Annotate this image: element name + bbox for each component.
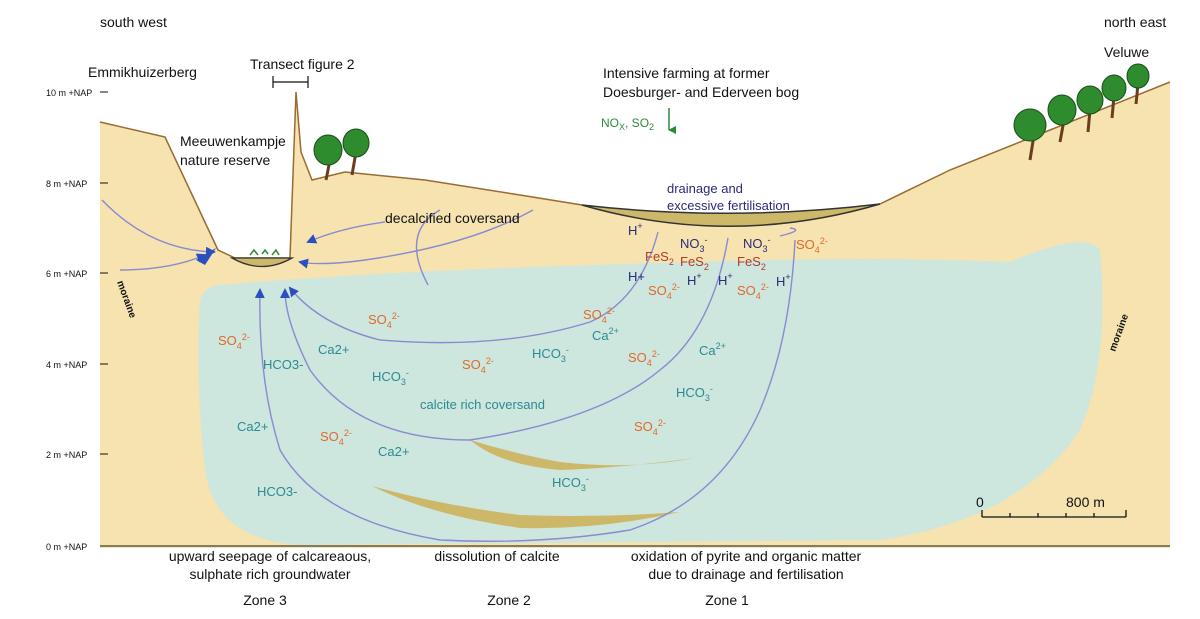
ion-bicarbonate: HCO3- — [263, 357, 303, 372]
ion-nitrate: NO3- — [743, 235, 771, 254]
ground-surface-east — [879, 81, 1171, 205]
y-tick-label: 6 m +NAP — [46, 269, 87, 279]
ion-nitrate: NO3- — [680, 235, 708, 254]
flow-line — [415, 209, 441, 286]
pond-vegetation — [249, 248, 280, 256]
ion-pyrite: FeS2 — [680, 254, 709, 272]
drained-bog-layer — [581, 203, 881, 227]
flow-line — [119, 253, 207, 271]
ion-calcium: Ca2+ — [237, 419, 268, 434]
ion-hydrogen: H+ — [687, 271, 702, 288]
ion-sulphate: SO42- — [737, 282, 769, 301]
scale-start: 0 — [976, 494, 984, 510]
y-tick-label: 2 m +NAP — [46, 450, 87, 460]
decalcified-label: decalcified coversand — [385, 210, 520, 226]
process-zone2: dissolution of calcite — [434, 548, 560, 564]
clay-lens-upper — [470, 440, 695, 470]
calcite-rich-label: calcite rich coversand — [420, 397, 545, 412]
ion-sulphate: SO42- — [648, 282, 680, 301]
ion-labels: SO42- SO42- SO42- SO42- SO42- SO42- SO42- SO42-… — [218, 221, 828, 499]
ion-sulphate: SO42- — [634, 418, 666, 437]
ion-calcium: Ca2+ — [318, 342, 349, 357]
flow-line — [280, 237, 729, 441]
tree-icon — [313, 128, 370, 181]
flow-line — [254, 239, 796, 542]
right-hill-label: Veluwe — [1104, 44, 1149, 60]
ion-sulphate: SO42- — [583, 306, 615, 325]
ion-bicarbonate: HCO3- — [372, 368, 409, 387]
flow-line — [101, 199, 216, 257]
ion-calcium: Ca2+ — [699, 341, 726, 358]
transect-bracket — [272, 76, 309, 88]
clay-lens-lower — [372, 486, 680, 529]
arrow-head — [196, 248, 216, 265]
ion-bicarbonate: HCO3- — [257, 484, 297, 499]
zone-label: Zone 3 — [243, 592, 287, 608]
flow-line — [298, 209, 534, 269]
ion-sulphate: SO42- — [462, 356, 494, 375]
ion-calcium: Ca2+ — [378, 444, 409, 459]
y-tick-label: 4 m +NAP — [46, 360, 87, 370]
process-zone3: upward seepage of calcareaous,sulphate r… — [169, 548, 371, 582]
flow-line — [288, 231, 659, 344]
groundwater-zone — [198, 242, 1103, 546]
ion-hydrogen: H+ — [776, 272, 791, 289]
left-hill-label: Emmikhuizerberg — [88, 64, 197, 80]
flow-line — [779, 227, 797, 237]
ion-hydrogen: H+ — [628, 221, 643, 238]
ion-pyrite: FeS2 — [645, 249, 674, 267]
ion-sulphate: SO42- — [628, 349, 660, 368]
scale-end: 800 m — [1066, 494, 1105, 510]
y-axis — [100, 91, 1170, 547]
orientation-right: north east — [1104, 14, 1166, 30]
ion-sulphate: SO42- — [218, 332, 250, 351]
orientation-left: south west — [100, 14, 167, 30]
scale-bar — [981, 510, 1127, 518]
ion-sulphate: SO42- — [368, 311, 400, 330]
reserve-pond — [229, 257, 295, 268]
tree-icon — [1013, 63, 1150, 161]
ion-sulphate: SO42- — [796, 236, 828, 255]
ion-hydrogen: H+ — [718, 271, 733, 288]
ion-hydrogen: H+ — [628, 269, 645, 284]
y-tick-label: 8 m +NAP — [46, 179, 87, 189]
y-tick-label: 10 m +NAP — [46, 88, 92, 98]
ion-sulphate: SO42- — [320, 428, 352, 447]
ground-surface — [99, 91, 583, 259]
zone-label: Zone 2 — [487, 592, 531, 608]
ion-calcium: Ca2+ — [592, 326, 619, 343]
ion-bicarbonate: HCO3- — [552, 474, 589, 493]
ion-bicarbonate: HCO3- — [532, 345, 569, 364]
emission-label: NOX, SO2 — [601, 116, 654, 132]
transect-label: Transect figure 2 — [250, 56, 355, 72]
flow-line — [306, 221, 386, 244]
ion-bicarbonate: HCO3- — [676, 384, 713, 403]
ion-pyrite: FeS2 — [737, 254, 766, 272]
y-tick-label: 0 m +NAP — [46, 542, 87, 552]
zone-label: Zone 1 — [705, 592, 749, 608]
